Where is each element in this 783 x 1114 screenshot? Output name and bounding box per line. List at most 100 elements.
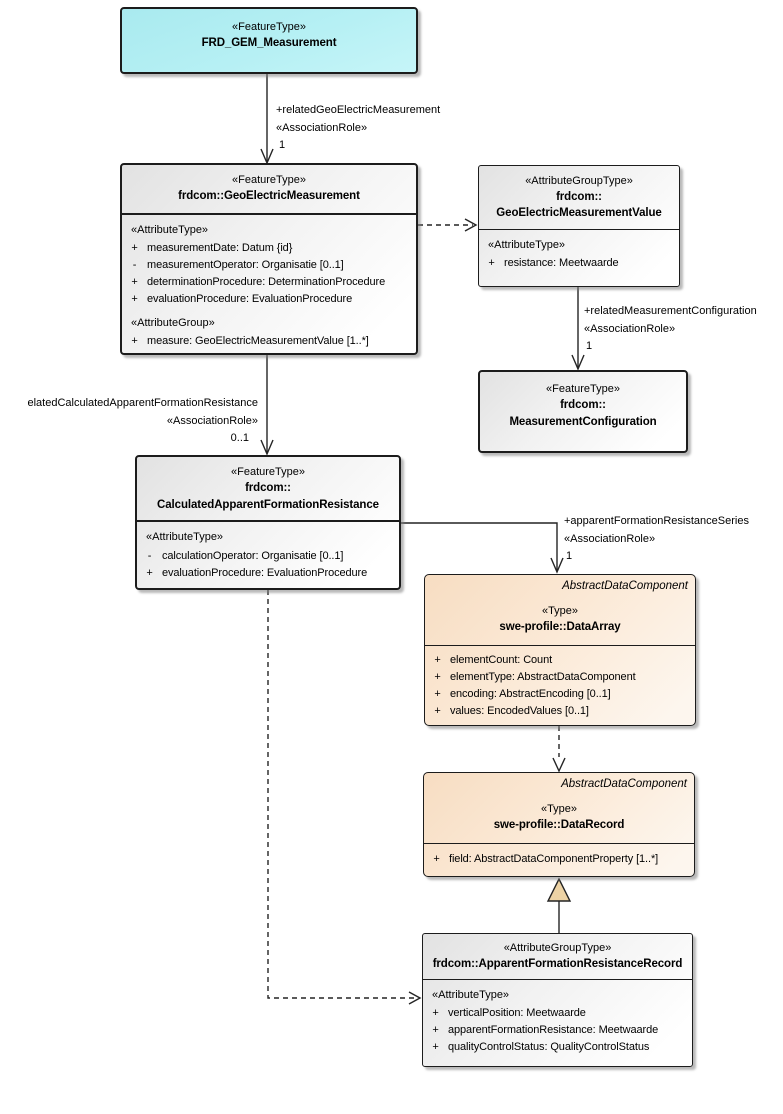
edge-stereotype: «AssociationRole» [166, 414, 258, 427]
edge-stereotype: «AssociationRole» [276, 121, 368, 134]
class-stereotype: «FeatureType» [231, 466, 305, 478]
open-arrowhead-icon [260, 439, 274, 456]
open-arrowhead-icon [550, 557, 564, 574]
attribute-text: resistance: Meetwaarde [504, 257, 619, 269]
class-stereotype: «AttributeGroupType» [503, 942, 612, 954]
visibility-symbol: + [434, 671, 441, 683]
attribute-row: + encoding: AbstractEncoding [0..1] [425, 686, 695, 703]
visibility-symbol: + [434, 654, 441, 666]
class-stereotype: «AttributeGroupType» [525, 175, 633, 187]
attribute-row: + resistance: Meetwaarde [479, 255, 679, 272]
class-box-measurement-configuration[interactable]: «FeatureType» frdcom:: MeasurementConfig… [478, 370, 688, 453]
class-name: GeoElectricMeasurementValue [496, 207, 662, 219]
visibility-symbol: - [147, 550, 152, 562]
edge-role-name: +relatedMeasurementConfiguration [584, 305, 757, 317]
class-stereotype: «FeatureType» [546, 383, 620, 395]
attribute-row: + evaluationProcedure: EvaluationProcedu… [137, 565, 399, 582]
section-stereotype: «AttributeType» [131, 224, 209, 236]
class-stereotype: «Type» [540, 803, 578, 815]
class-box-data-record[interactable]: AbstractDataComponent «Type» swe-profile… [423, 772, 695, 877]
attribute-text: evaluationProcedure: EvaluationProcedure [162, 567, 368, 579]
attribute-row: + qualityControlStatus: QualityControlSt… [423, 1039, 692, 1056]
open-arrowhead-icon [571, 354, 585, 371]
association-edge [401, 522, 558, 571]
section-stereotype: «AttributeType» [146, 531, 224, 543]
class-name: swe-profile::DataArray [499, 621, 621, 633]
visibility-symbol: + [146, 567, 153, 579]
open-arrowhead-icon [464, 218, 478, 232]
edge-label-related-measurement-configuration: +relatedMeasurementConfiguration «Associ… [584, 303, 757, 356]
edge-stereotype: «AssociationRole» [584, 322, 676, 335]
attribute-row: - calculationOperator: Organisatie [0..1… [137, 548, 399, 565]
class-name: frdcom:: [245, 482, 291, 494]
attribute-text: determinationProcedure: DeterminationPro… [147, 276, 386, 288]
edge-stereotype: «AssociationRole» [564, 532, 656, 545]
edge-label-apparent-formation-resistance-series: +apparentFormationResistanceSeries «Asso… [564, 513, 749, 566]
class-name: frdcom:: [560, 399, 606, 411]
attribute-row: + evaluationProcedure: EvaluationProcedu… [122, 291, 416, 308]
attribute-row: - measurementOperator: Organisatie [0..1… [122, 257, 416, 274]
class-box-calculated-apparent-formation-resistance[interactable]: «FeatureType» frdcom:: CalculatedApparen… [135, 455, 401, 590]
class-name: swe-profile::DataRecord [493, 819, 625, 831]
class-name: MeasurementConfiguration [509, 416, 657, 428]
attribute-row: + verticalPosition: Meetwaarde [423, 1005, 692, 1022]
edge-role-name: +relatedGeoElectricMeasurement [276, 104, 441, 116]
attribute-row: + determinationProcedure: DeterminationP… [122, 274, 416, 291]
attribute-row: + apparentFormationResistance: Meetwaard… [423, 1022, 692, 1039]
attribute-text: measurementDate: Datum {id} [147, 242, 293, 254]
class-box-geo-electric-measurement[interactable]: «FeatureType» frdcom::GeoElectricMeasure… [120, 163, 418, 355]
attribute-row: + values: EncodedValues [0..1] [425, 703, 695, 720]
attribute-row: + elementCount: Count [425, 652, 695, 669]
class-name: frdcom::GeoElectricMeasurement [178, 190, 360, 202]
visibility-symbol: + [131, 335, 138, 347]
class-name: FRD_GEM_Measurement [201, 37, 337, 49]
visibility-symbol: + [433, 853, 440, 865]
parent-classifier-name: AbstractDataComponent [562, 580, 688, 592]
attribute-row: + field: AbstractDataComponentProperty [… [424, 851, 694, 868]
attribute-row: + measure: GeoElectricMeasurementValue [… [122, 333, 416, 350]
attribute-text: evaluationProcedure: EvaluationProcedure [147, 293, 353, 305]
visibility-symbol: + [434, 688, 441, 700]
attribute-text: values: EncodedValues [0..1] [450, 705, 589, 717]
open-arrowhead-icon [408, 991, 422, 1005]
edge-label-related-geo-electric-measurement: +relatedGeoElectricMeasurement «Associat… [276, 102, 440, 155]
edge-multiplicity: 1 [279, 139, 286, 151]
edge-label-related-calculated-apparent-formation-resistance: elatedCalculatedApparentFormationResista… [27, 395, 258, 448]
visibility-symbol: + [131, 293, 138, 305]
attribute-text: apparentFormationResistance: Meetwaarde [448, 1024, 659, 1036]
class-box-apparent-formation-resistance-record[interactable]: «AttributeGroupType» frdcom::ApparentFor… [422, 933, 693, 1067]
attribute-text: field: AbstractDataComponentProperty [1.… [449, 853, 659, 865]
parent-classifier-name: AbstractDataComponent [561, 778, 687, 790]
class-box-data-array[interactable]: AbstractDataComponent «Type» swe-profile… [424, 574, 696, 726]
visibility-symbol: + [488, 257, 495, 269]
attribute-text: qualityControlStatus: QualityControlStat… [448, 1041, 650, 1053]
class-name: frdcom:: [556, 191, 602, 203]
edge-multiplicity: 1 [586, 340, 593, 352]
class-stereotype: «FeatureType» [232, 21, 306, 33]
section-stereotype: «AttributeGroup» [131, 317, 215, 329]
class-box-frd-gem-measurement[interactable]: «FeatureType» FRD_GEM_Measurement [120, 7, 418, 74]
edge-role-name: elatedCalculatedApparentFormationResista… [27, 397, 258, 409]
attribute-text: verticalPosition: Meetwaarde [448, 1007, 586, 1019]
edge-multiplicity: 1 [566, 550, 573, 562]
attribute-text: calculationOperator: Organisatie [0..1] [162, 550, 344, 562]
edge-role-name: +apparentFormationResistanceSeries [564, 515, 749, 527]
attribute-text: elementType: AbstractDataComponent [450, 671, 636, 683]
section-stereotype: «AttributeType» [488, 239, 566, 251]
attribute-row: + elementType: AbstractDataComponent [425, 669, 695, 686]
visibility-symbol: + [432, 1007, 439, 1019]
class-name: frdcom::ApparentFormationResistanceRecor… [432, 958, 683, 970]
visibility-symbol: + [434, 705, 441, 717]
attribute-row: + measurementDate: Datum {id} [122, 240, 416, 257]
class-stereotype: «FeatureType» [232, 174, 306, 186]
visibility-symbol: + [432, 1024, 439, 1036]
visibility-symbol: + [432, 1041, 439, 1053]
class-box-geo-electric-measurement-value[interactable]: «AttributeGroupType» frdcom:: GeoElectri… [478, 165, 680, 287]
visibility-symbol: + [131, 276, 138, 288]
generalization-triangle-icon [546, 877, 572, 902]
dependency-edge [267, 590, 416, 999]
attribute-text: measure: GeoElectricMeasurementValue [1.… [147, 335, 369, 347]
open-arrowhead-icon [552, 757, 566, 773]
